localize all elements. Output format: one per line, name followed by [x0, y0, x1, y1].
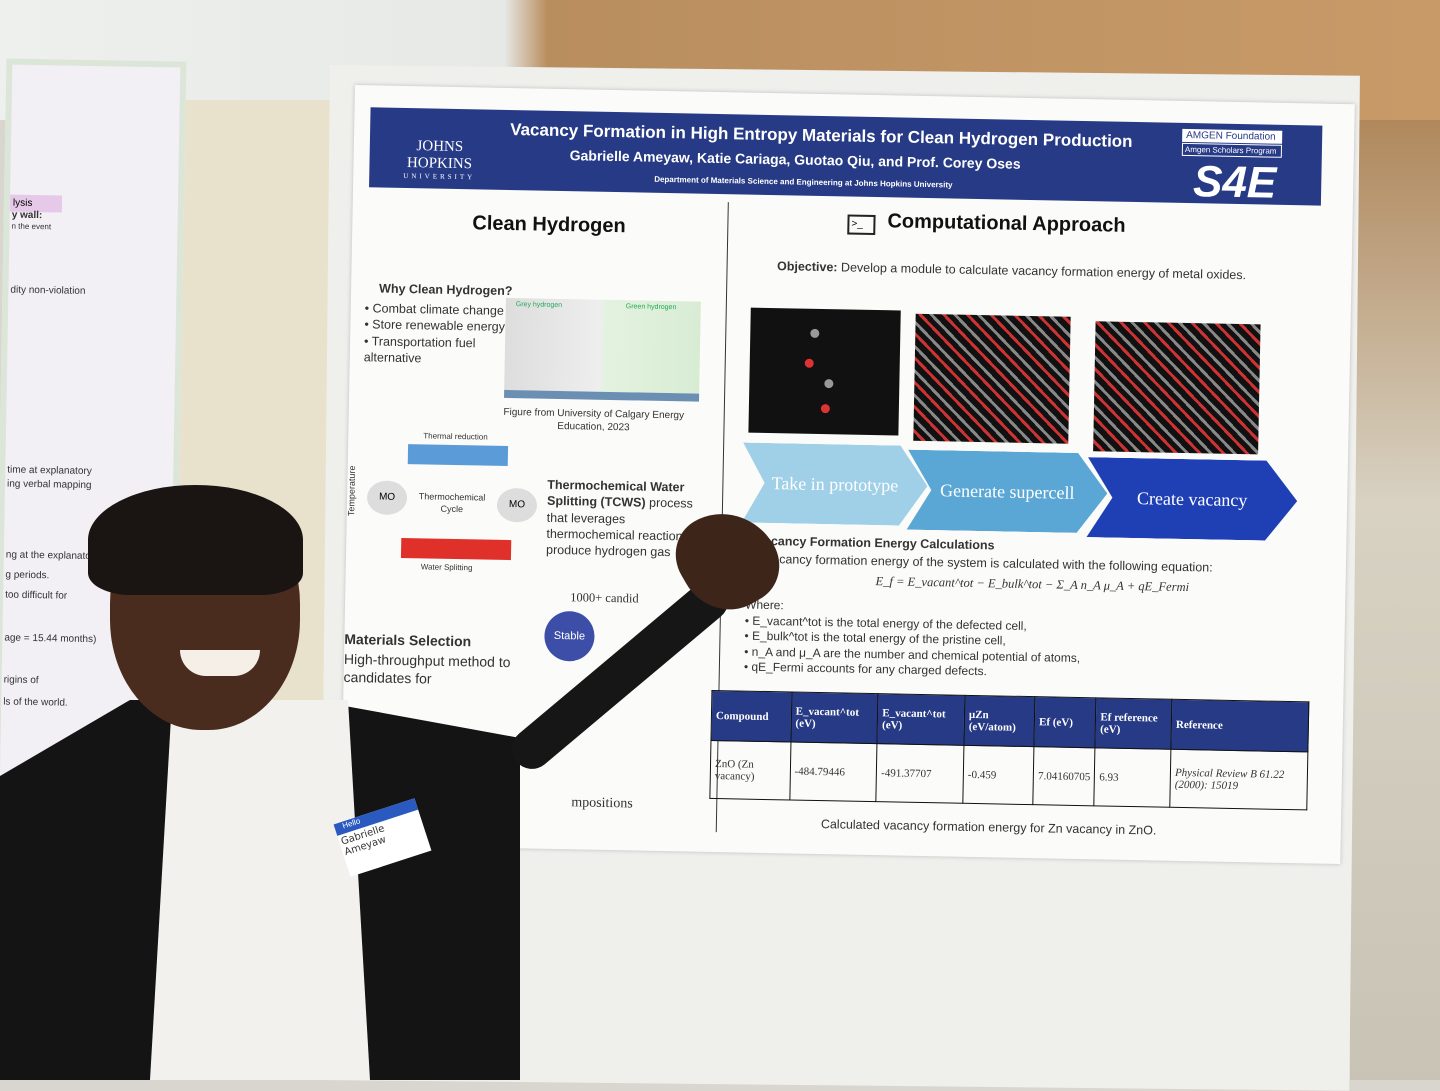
supercell-structure-image: [913, 313, 1071, 444]
table-cell: -491.37707: [876, 743, 964, 804]
why-heading: Why Clean Hydrogen?: [378, 281, 513, 299]
table-cell: -0.459: [962, 745, 1035, 805]
amgen-program: Amgen Scholars Program: [1181, 142, 1283, 158]
results-table: Compound E_vacant^tot (eV) E_vacant^tot …: [709, 690, 1309, 810]
compositions-label: mpositions: [571, 795, 633, 812]
column-header: E_vacant^tot (eV): [790, 691, 879, 744]
text: age = 15.44 months): [4, 632, 97, 646]
table-cell: Physical Review B 61.22 (2000): 15019: [1169, 749, 1308, 810]
shirt: [150, 700, 370, 1080]
prototype-structure-image: [748, 307, 901, 436]
vfe-equation: E_f = E_vacant^tot − E_bulk^tot − Σ_A n_…: [875, 574, 1190, 595]
text: ing verbal mapping: [6, 478, 92, 492]
poster-department: Department of Materials Science and Engi…: [654, 174, 953, 190]
text: ls of the world.: [3, 696, 68, 709]
table-cell: 6.93: [1094, 747, 1171, 808]
hair: [88, 485, 303, 595]
bullet: • Transportation fuel alternative: [363, 333, 476, 366]
text: too difficult for: [5, 589, 68, 602]
text: n the event: [11, 221, 52, 232]
text: y wall:: [11, 209, 43, 222]
table-cell: 7.04160705: [1032, 746, 1096, 806]
materials-text: High-throughput method to candidates for: [343, 650, 511, 687]
column-header: E_vacant^tot (eV): [877, 693, 965, 746]
vacancy-structure-image: [1093, 321, 1261, 455]
step-create-vacancy: Create vacancy: [1086, 457, 1297, 541]
vfe-text: vacancy formation energy of the system i…: [765, 551, 1213, 575]
text: time at explanatory: [7, 464, 92, 478]
table-cell: ZnO (Zn vacancy): [709, 740, 791, 800]
step-generate-supercell: Generate supercell: [907, 450, 1108, 534]
candidates-label: 1000+ candid: [570, 590, 639, 606]
column-header: Ef (eV): [1034, 696, 1097, 748]
table-cell: -484.79446: [789, 741, 878, 802]
s4e-logo: S4E: [1192, 157, 1277, 208]
objective-text: Develop a module to calculate vacancy fo…: [840, 260, 1247, 283]
clean-hydrogen-heading: Clean Hydrogen: [472, 212, 626, 238]
stable-circle: Stable: [543, 610, 595, 662]
smile: [180, 650, 260, 676]
text: ng at the explanato: [5, 549, 91, 563]
objective-label: Objective:: [776, 259, 838, 275]
hydrogen-figure: Grey hydrogen Green hydrogen: [504, 297, 701, 402]
terminal-icon: >_: [847, 214, 876, 236]
poster-authors: Gabrielle Ameyaw, Katie Cariaga, Guotao …: [569, 147, 1021, 172]
background-hall: [1350, 120, 1440, 1080]
column-header: Reference: [1170, 699, 1309, 752]
step-take-in-prototype: Take in prototype: [742, 443, 929, 527]
text: rigins of: [3, 674, 39, 687]
column-header: Compound: [710, 690, 792, 742]
text: dity non-violation: [10, 284, 86, 297]
amgen-logo: AMGEN Foundation: [1182, 128, 1283, 144]
materials-title: Materials Selection: [344, 630, 472, 650]
table-caption: Calculated vacancy formation energy for …: [820, 817, 1157, 838]
column-header: μZn (eV/atom): [963, 695, 1036, 747]
table-row: ZnO (Zn vacancy) -484.79446 -491.37707 -…: [709, 740, 1308, 810]
column-header: Ef reference (eV): [1095, 697, 1172, 750]
text: g periods.: [5, 569, 50, 582]
thermochemical-cycle-diagram: Temperature Thermal reduction MO MO Ther…: [345, 425, 538, 599]
computational-approach-heading: Computational Approach: [887, 210, 1126, 237]
